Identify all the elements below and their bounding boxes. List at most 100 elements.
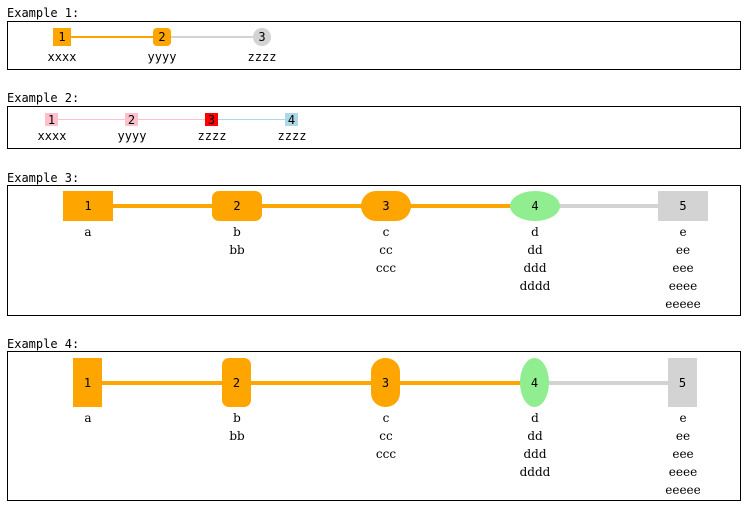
caption-line: b bbox=[233, 411, 241, 425]
caption-line: ccc bbox=[375, 447, 397, 461]
step-2-caption: b bb bbox=[197, 223, 277, 259]
step-2-caption: yyyy bbox=[102, 129, 162, 143]
step-4-node: 4 bbox=[285, 112, 298, 127]
caption-line: c bbox=[382, 225, 390, 239]
connector-3-4 bbox=[408, 204, 518, 208]
step-1-node: 1 bbox=[45, 112, 58, 127]
example-1-label: Example 1: bbox=[7, 6, 80, 20]
connector-3-4 bbox=[212, 119, 286, 120]
step-2-node: 2 bbox=[212, 191, 262, 221]
example-4-label: Example 4: bbox=[7, 337, 80, 351]
caption-line: xxxx bbox=[47, 50, 77, 64]
caption-line: yyyy bbox=[117, 129, 147, 143]
connector-2-3 bbox=[132, 119, 206, 120]
step-2-node: 2 bbox=[222, 358, 251, 407]
step-3-caption: zzzz bbox=[232, 50, 292, 64]
caption-line: zzzz bbox=[197, 129, 227, 143]
step-3-node: 3 bbox=[361, 191, 411, 221]
step-number: 1 bbox=[83, 375, 92, 390]
step-number: 5 bbox=[678, 375, 687, 390]
step-2-caption: b bb bbox=[197, 409, 277, 445]
caption-line: eeee bbox=[668, 465, 698, 479]
step-number: 1 bbox=[47, 112, 56, 127]
caption-line: eee bbox=[672, 261, 694, 275]
caption-line: ccc bbox=[375, 261, 397, 275]
step-number: 1 bbox=[58, 30, 66, 44]
step-number: 4 bbox=[287, 112, 296, 127]
step-4-node: 4 bbox=[520, 358, 549, 407]
step-2-node: 2 bbox=[125, 112, 138, 127]
caption-line: cc bbox=[379, 243, 393, 257]
step-5-node: 5 bbox=[668, 358, 697, 407]
caption-line: eeeee bbox=[665, 297, 701, 311]
step-3-node: 3 bbox=[371, 358, 400, 407]
step-2-caption: yyyy bbox=[132, 50, 192, 64]
step-number: 5 bbox=[679, 199, 687, 213]
step-1-caption: xxxx bbox=[32, 50, 92, 64]
caption-line: ee bbox=[675, 243, 691, 257]
connector-1-2 bbox=[52, 119, 126, 120]
caption-line: cc bbox=[379, 429, 393, 443]
caption-line: a bbox=[84, 411, 92, 425]
caption-line: e bbox=[679, 225, 687, 239]
step-number: 4 bbox=[530, 375, 539, 390]
caption-line: xxxx bbox=[37, 129, 67, 143]
connector-1-2 bbox=[100, 381, 224, 385]
step-1-caption: a bbox=[48, 409, 128, 427]
caption-line: ddd bbox=[523, 261, 547, 275]
example-2-panel: 1 2 3 4 xxxx yyyy zzzz zzzz bbox=[7, 106, 741, 149]
caption-line: dddd bbox=[519, 465, 551, 479]
step-number: 2 bbox=[158, 30, 166, 44]
connector-4-5 bbox=[558, 204, 668, 208]
example-2-label: Example 2: bbox=[7, 91, 80, 105]
step-number: 3 bbox=[207, 112, 216, 127]
step-number: 2 bbox=[233, 199, 241, 213]
step-number: 3 bbox=[381, 375, 390, 390]
step-5-caption: e ee eee eeee eeeee bbox=[643, 409, 723, 499]
step-1-node: 1 bbox=[63, 191, 113, 221]
connector-2-3 bbox=[258, 204, 368, 208]
step-number: 3 bbox=[258, 30, 266, 44]
step-4-node: 4 bbox=[510, 191, 560, 221]
step-number: 4 bbox=[531, 199, 539, 213]
example-1-panel: 1 2 3 xxxx yyyy zzzz bbox=[7, 21, 741, 70]
step-3-node: 3 bbox=[253, 28, 271, 46]
step-1-caption: a bbox=[48, 223, 128, 241]
connector-3-4 bbox=[399, 381, 523, 385]
connector-1-2 bbox=[108, 204, 218, 208]
step-4-caption: d dd ddd dddd bbox=[495, 409, 575, 481]
caption-line: d bbox=[531, 225, 539, 239]
caption-line: dd bbox=[527, 243, 543, 257]
caption-line: c bbox=[382, 411, 390, 425]
step-number: 2 bbox=[127, 112, 136, 127]
step-number: 3 bbox=[382, 199, 390, 213]
caption-line: zzzz bbox=[277, 129, 307, 143]
caption-line: e bbox=[679, 411, 687, 425]
example-3-panel: 1 2 3 4 5 a b bb c cc ccc d dd ddd dddd … bbox=[7, 185, 741, 316]
caption-line: eeee bbox=[668, 279, 698, 293]
example-3-label: Example 3: bbox=[7, 171, 80, 185]
step-number: 1 bbox=[84, 199, 92, 213]
caption-line: eee bbox=[672, 447, 694, 461]
step-3-caption: c cc ccc bbox=[346, 223, 426, 277]
step-3-caption: zzzz bbox=[182, 129, 242, 143]
connector-1-2 bbox=[70, 36, 162, 38]
caption-line: zzzz bbox=[247, 50, 277, 64]
step-5-caption: e ee eee eeee eeeee bbox=[643, 223, 723, 313]
connector-4-5 bbox=[548, 381, 672, 385]
step-1-node: 1 bbox=[53, 28, 71, 46]
caption-line: bb bbox=[229, 429, 245, 443]
connector-2-3 bbox=[171, 36, 254, 38]
caption-line: ee bbox=[675, 429, 691, 443]
step-1-node: 1 bbox=[73, 358, 102, 407]
step-5-node: 5 bbox=[658, 191, 708, 221]
step-4-caption: d dd ddd dddd bbox=[495, 223, 575, 295]
caption-line: yyyy bbox=[147, 50, 177, 64]
caption-line: dd bbox=[527, 429, 543, 443]
step-1-caption: xxxx bbox=[22, 129, 82, 143]
caption-line: dddd bbox=[519, 279, 551, 293]
step-3-node: 3 bbox=[205, 112, 218, 127]
caption-line: bb bbox=[229, 243, 245, 257]
caption-line: eeeee bbox=[665, 483, 701, 497]
connector-2-3 bbox=[250, 381, 374, 385]
